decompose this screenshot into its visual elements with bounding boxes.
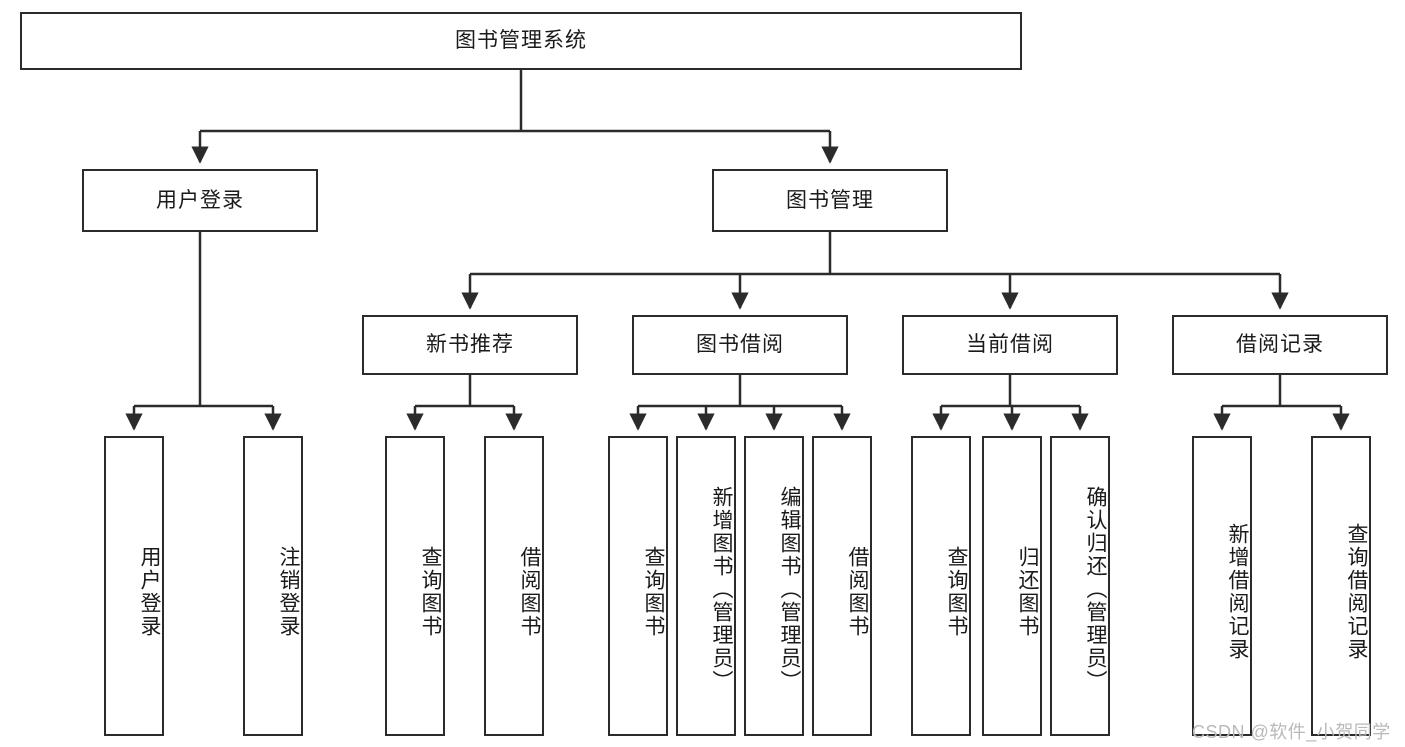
watermark-text: CSDN @软件_小贺同学 xyxy=(1192,722,1391,742)
leaf-query-book-borrow[interactable]: 查询图书 xyxy=(608,436,668,736)
leaf-edit-book-admin[interactable]: 编辑图书（管理员） xyxy=(744,436,804,736)
leaf-query-book-recommend[interactable]: 查询图书 xyxy=(385,436,445,736)
leaf-borrow-book-recommend[interactable]: 借阅图书 xyxy=(484,436,544,736)
leaf-user-login[interactable]: 用户登录 xyxy=(104,436,164,736)
leaf-logout[interactable]: 注销登录 xyxy=(243,436,303,736)
node-book-borrow[interactable]: 图书借阅 xyxy=(632,315,848,375)
node-user-login[interactable]: 用户登录 xyxy=(82,169,318,232)
leaf-add-book-admin[interactable]: 新增图书（管理员） xyxy=(676,436,736,736)
leaf-add-borrow-record[interactable]: 新增借阅记录 xyxy=(1192,436,1252,736)
node-new-book-recommend[interactable]: 新书推荐 xyxy=(362,315,578,375)
leaf-query-borrow-record[interactable]: 查询借阅记录 xyxy=(1311,436,1371,736)
leaf-return-book[interactable]: 归还图书 xyxy=(982,436,1042,736)
node-root[interactable]: 图书管理系统 xyxy=(20,12,1022,70)
node-borrow-record[interactable]: 借阅记录 xyxy=(1172,315,1388,375)
node-current-borrow[interactable]: 当前借阅 xyxy=(902,315,1118,375)
node-book-management[interactable]: 图书管理 xyxy=(712,169,948,232)
leaf-lend-book[interactable]: 借阅图书 xyxy=(812,436,872,736)
leaf-query-book-current[interactable]: 查询图书 xyxy=(911,436,971,736)
leaf-confirm-return-admin[interactable]: 确认归还（管理员） xyxy=(1050,436,1110,736)
